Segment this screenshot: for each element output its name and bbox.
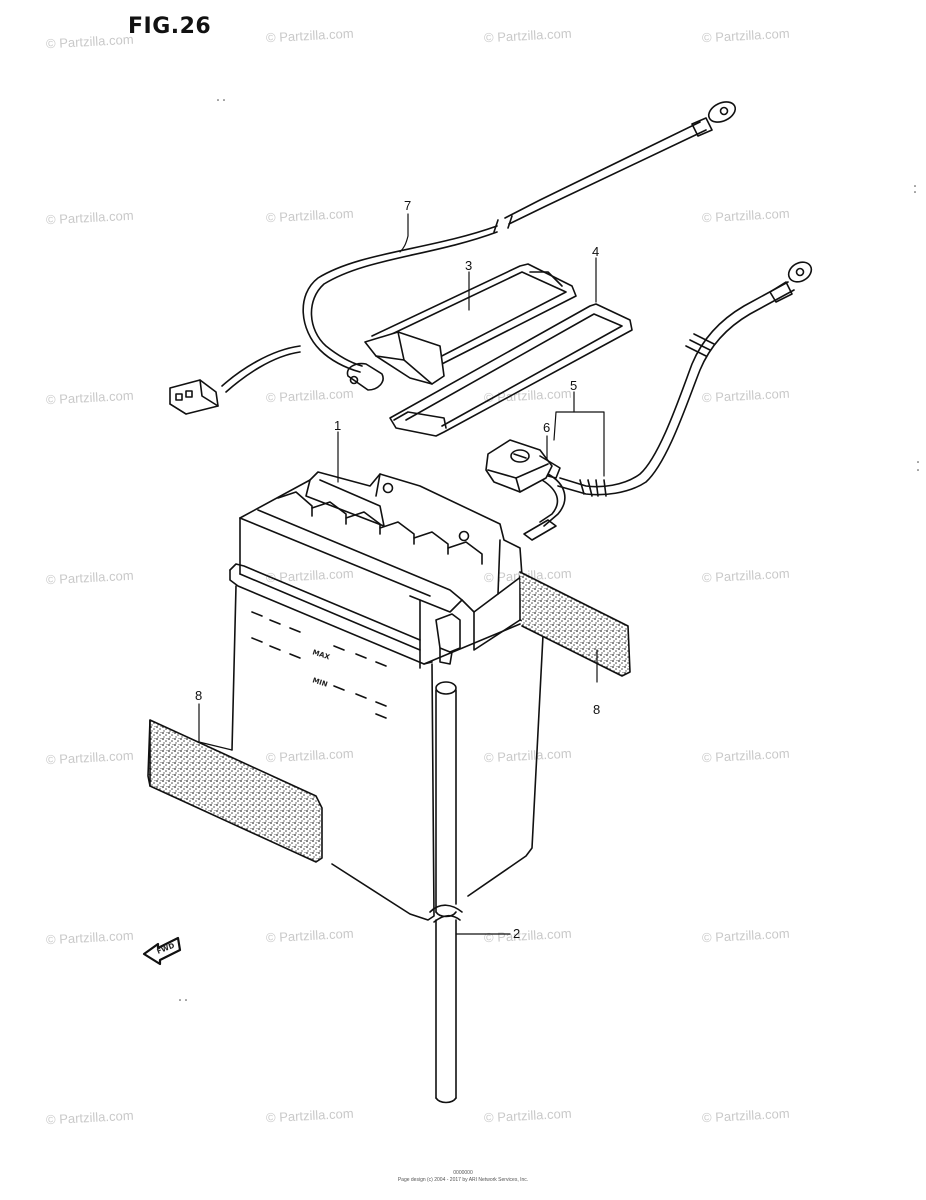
figure-title: FIG.26 xyxy=(128,14,212,39)
part-8-cushion-left xyxy=(147,719,323,863)
callout-1: 1 xyxy=(334,418,341,433)
callout-3: 3 xyxy=(465,258,472,273)
callout-2: 2 xyxy=(513,926,520,941)
callout-8-left: 8 xyxy=(195,688,202,703)
battery-max-label: MAX xyxy=(311,648,331,661)
part-8-cushion-right xyxy=(519,571,631,677)
callout-leaders xyxy=(198,213,605,935)
battery-min-label: MIN xyxy=(311,676,328,688)
part-2-breather-hose xyxy=(429,681,463,1104)
forward-arrow-icon: FWD xyxy=(142,936,182,966)
footer-credit: Page design (c) 2004 - 2017 by ARI Netwo… xyxy=(397,1177,529,1183)
callout-6: 6 xyxy=(543,420,550,435)
part-5-positive-lead-wire xyxy=(523,261,813,541)
part-4-battery-band xyxy=(389,303,633,437)
part-1-battery xyxy=(229,471,545,921)
callout-5: 5 xyxy=(570,378,577,393)
callout-8-right: 8 xyxy=(593,702,600,717)
footer-code: 0000000 xyxy=(453,1170,473,1176)
callout-4: 4 xyxy=(592,244,599,259)
part-7-lead-wire xyxy=(169,101,737,415)
part-3-battery-band xyxy=(364,263,577,385)
callout-7: 7 xyxy=(404,198,411,213)
part-6-terminal-cover xyxy=(485,439,561,493)
